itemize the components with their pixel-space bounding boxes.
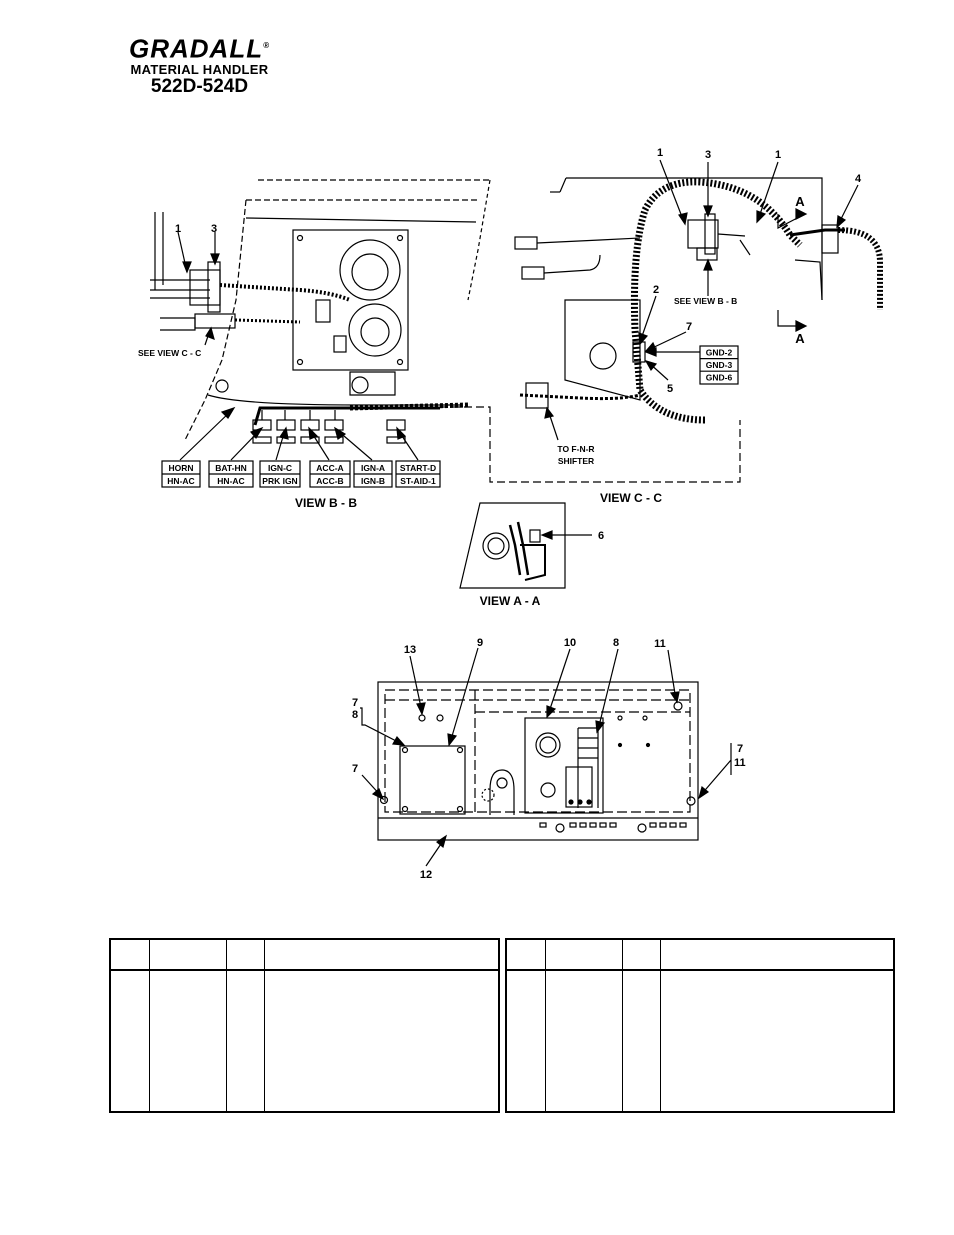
view-b-callout-3: 3 [211,223,217,235]
brand-logo: GRADALL® [112,32,287,63]
view-b-label-boxes [161,460,441,488]
gauge-top [339,239,401,301]
label-st-aid-1: ST-AID-1 [400,476,436,486]
view-a-callout-6: 6 [598,530,604,542]
panel-callout-10: 10 [564,637,576,649]
view-c-connector-4 [821,224,839,254]
parts-table-right-col [660,940,661,1111]
parts-table-left-header [111,940,498,971]
instrument-panel [292,229,409,371]
ignition-switch [189,269,221,306]
view-b-callout-1: 1 [175,223,181,235]
parts-table-right [505,938,895,1113]
view-b-plug [194,313,236,329]
view-a-title: VIEW A - A [480,594,541,608]
parts-table-right-col [545,940,546,1111]
view-b-connectors [252,419,406,444]
cluster-gauge-2 [540,782,556,798]
registered-mark: ® [263,41,270,50]
label-horn: HORN [168,463,193,473]
panel-callout-7b: 7 [352,763,358,775]
parts-table-left-col [226,940,227,1111]
label-ign-c: IGN-C [268,463,292,473]
view-c-see-view-b: SEE VIEW B - B [674,296,737,306]
brand-block: GRADALL® MATERIAL HANDLER 522D-524D [112,32,287,97]
panel-view [360,647,732,867]
view-a-a [459,502,592,589]
view-b-b [150,179,741,488]
instrument-cluster [524,717,604,814]
parts-table-right-col [622,940,623,1111]
panel-callout-13: 13 [404,644,416,656]
section-mark-a-bottom: A [795,331,805,346]
view-c-connector-2 [521,266,545,280]
shifter-line-2: SHIFTER [558,456,594,466]
gnd-label-box [699,345,739,385]
bracket-hole [589,342,617,370]
panel-lower-slots [539,822,687,828]
panel-callout-8: 8 [613,637,619,649]
view-c-title: VIEW C - C [600,491,662,505]
cluster-gauge-1 [535,732,561,758]
view-b-title: VIEW B - B [295,496,357,510]
panel-callout-11c: 11 [734,757,746,769]
view-c-callout-1a: 1 [657,147,663,159]
label-acc-a: ACC-A [316,463,343,473]
label-gnd-2: GND-2 [706,348,733,358]
panel-cover-9 [399,745,466,815]
view-c-callout-5: 5 [667,383,673,395]
view-c-callout-2: 2 [653,284,659,296]
shifter-line-1: TO F-N-R [557,444,594,454]
view-a-hole [482,532,510,560]
label-acc-b: ACC-B [316,476,343,486]
panel-callout-9: 9 [477,637,483,649]
parts-table-left [109,938,500,1113]
parts-table-left-col [149,940,150,1111]
panel-callout-11: 11 [654,638,666,650]
label-start-d: START-D [400,463,436,473]
panel-callout-7c: 7 [737,743,743,755]
label-ign-b: IGN-B [361,476,385,486]
relay [529,529,541,543]
panel-callout-7a: 7 [352,697,358,709]
panel-callout-8a: 8 [352,709,358,721]
panel-callout-12: 12 [420,869,432,881]
label-bat-hn: BAT-HN [215,463,246,473]
view-c-callout-3: 3 [705,149,711,161]
wiring-diagram: 1 3 SEE VIEW C - C HORN HN-AC BAT-HN HN-… [138,147,883,881]
view-c-callout-4: 4 [855,173,862,185]
view-c-connector-1 [514,236,538,250]
parts-table-left-col [264,940,265,1111]
label-ign-a: IGN-A [361,463,385,473]
product-name: MATERIAL HANDLER [130,61,269,77]
view-c-switch [687,219,719,249]
label-gnd-3: GND-3 [706,360,733,370]
shifter-connector [525,382,549,409]
label-hn-ac-2: HN-AC [217,476,244,486]
label-hn-ac-1: HN-AC [167,476,194,486]
view-c-callout-1b: 1 [775,149,781,161]
view-c-callout-7: 7 [686,321,692,333]
label-prk-ign: PRK IGN [262,476,297,486]
gauge-bottom [348,303,402,357]
view-c-c [514,159,883,441]
label-gnd-6: GND-6 [706,373,733,383]
panel-hole-13 [418,714,426,722]
parts-table-right-header [507,940,893,971]
brand-name: GRADALL [129,33,264,64]
model-number: 522D-524D [150,75,249,97]
view-b-see-view-c: SEE VIEW C - C [138,348,201,358]
section-mark-a-top: A [795,194,805,209]
